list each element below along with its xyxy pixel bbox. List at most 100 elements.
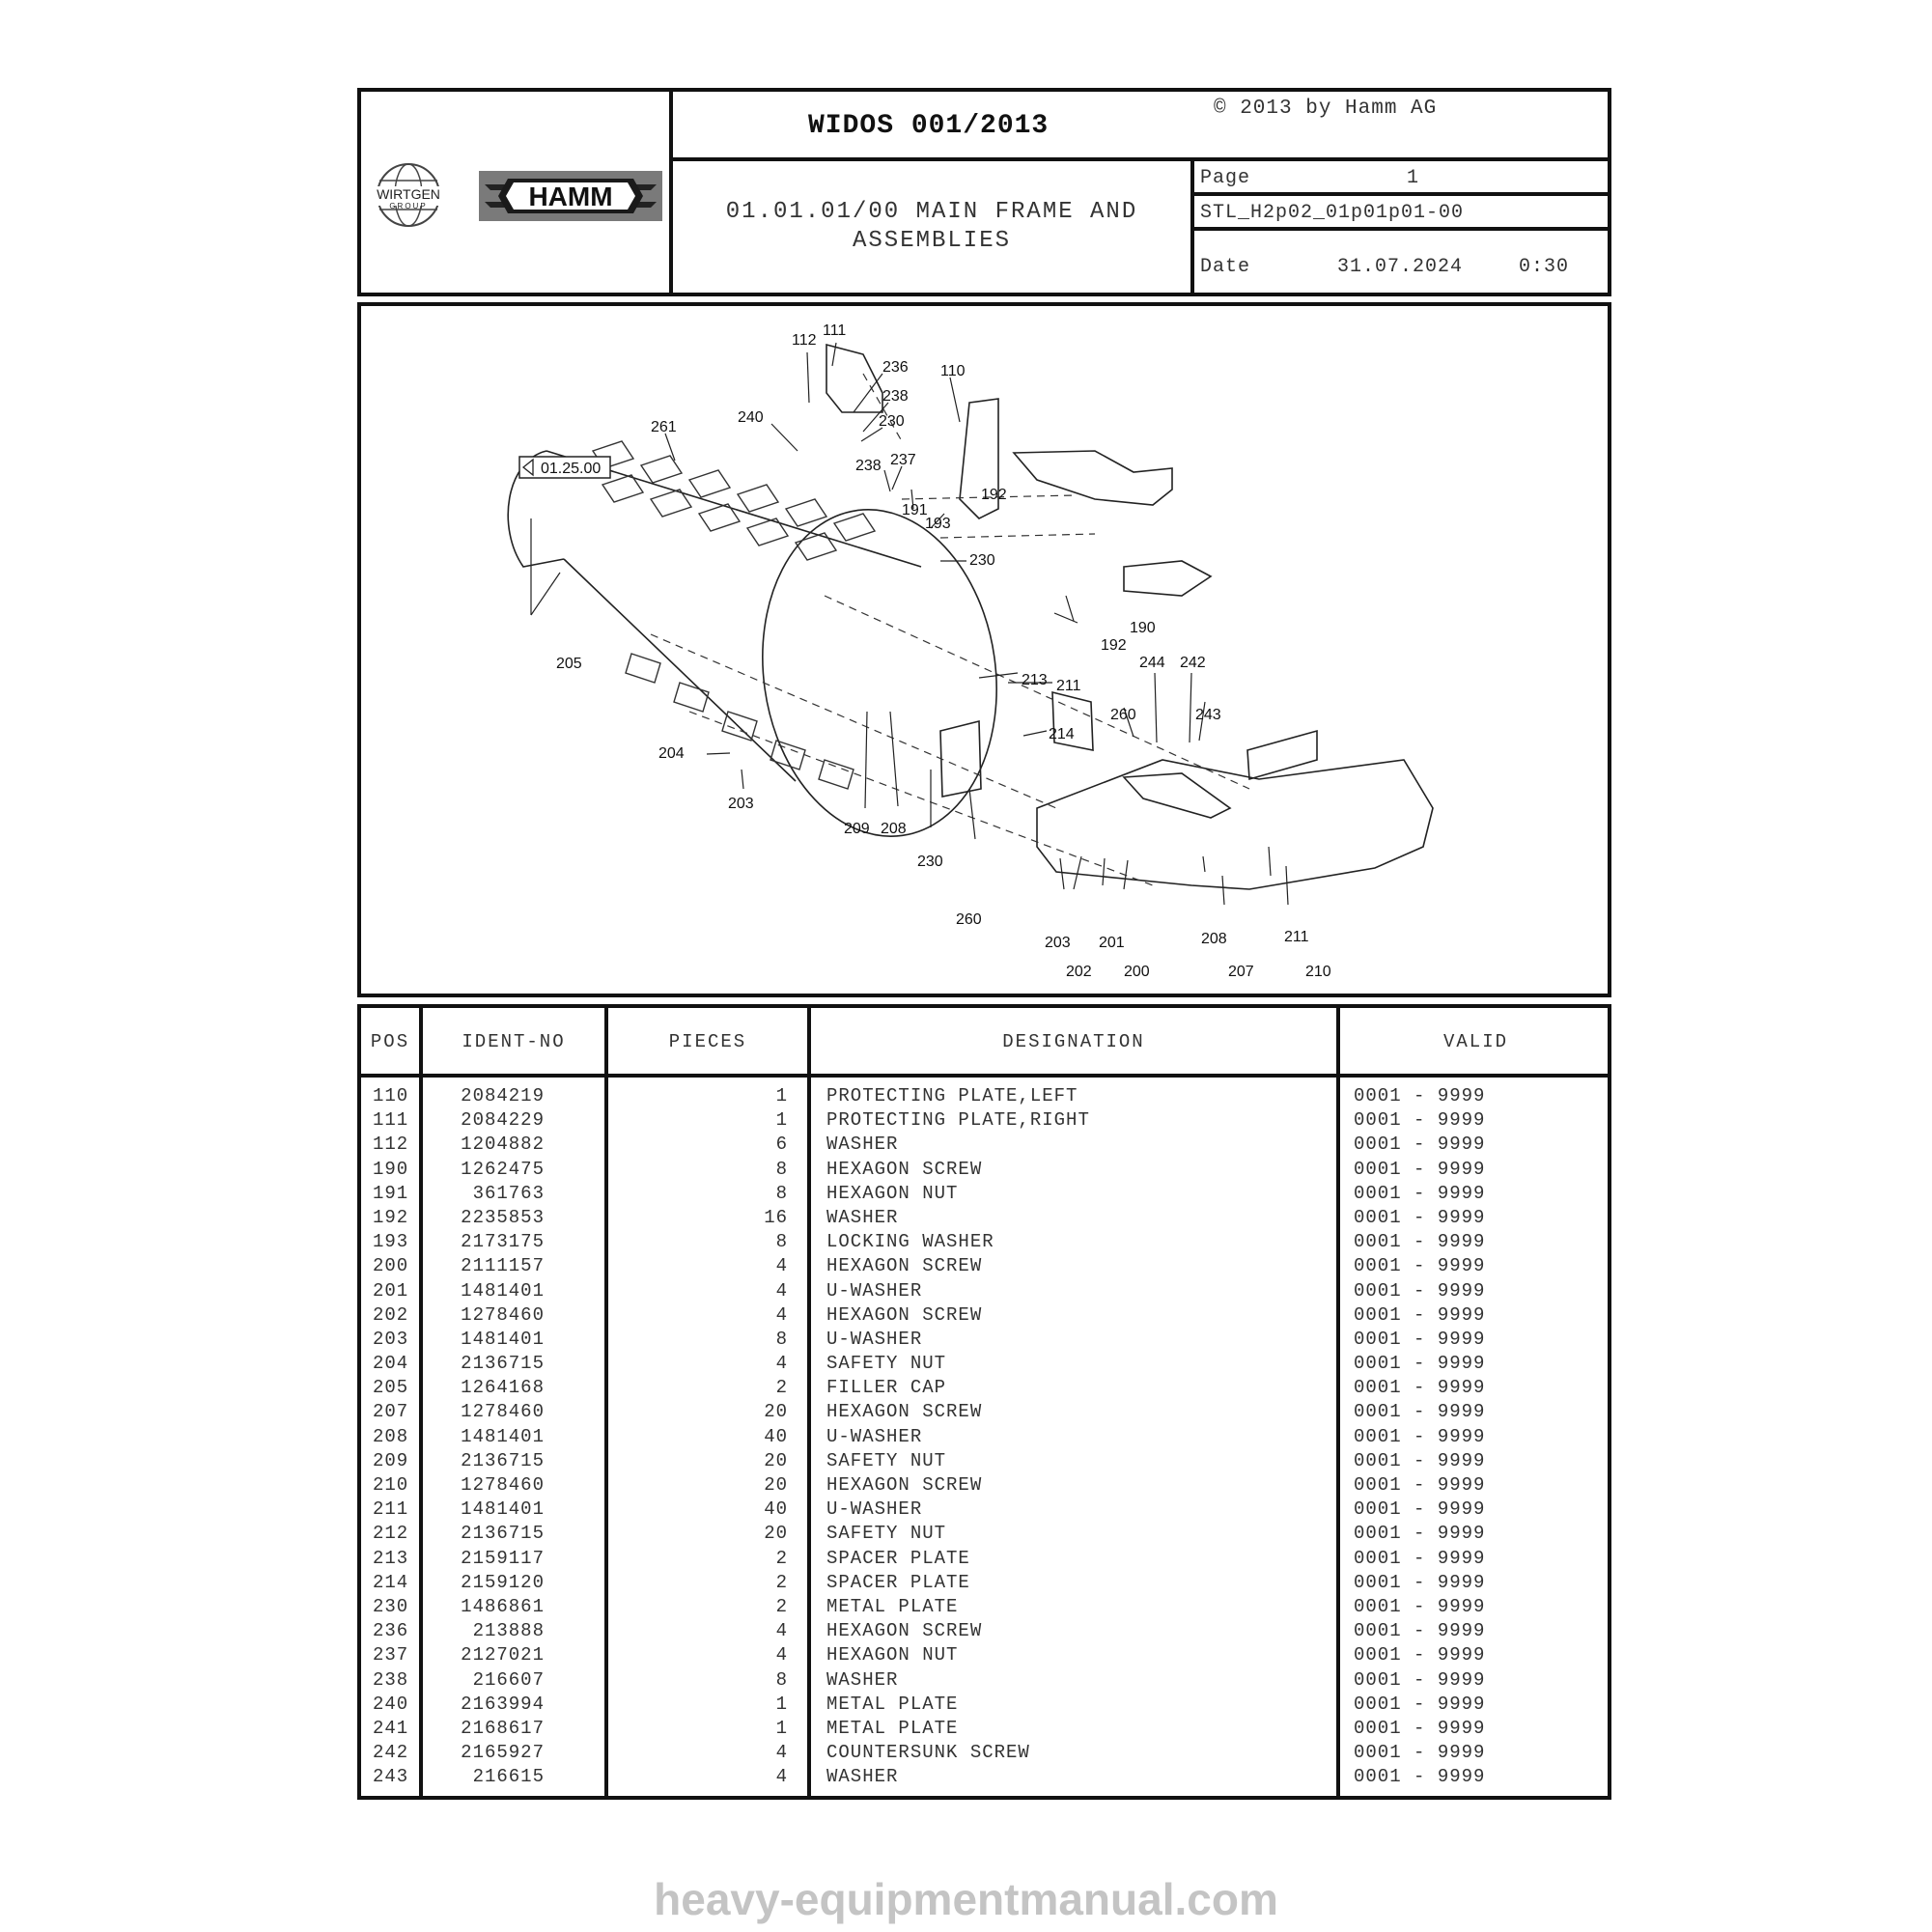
part-pieces: 40: [764, 1425, 788, 1447]
time-value: 0:30: [1519, 256, 1570, 278]
part-valid-range: 0001 - 9999: [1354, 1449, 1486, 1471]
callout-243: 244: [1139, 655, 1165, 671]
part-pieces: 8: [775, 1158, 788, 1180]
part-designation: WASHER: [826, 1668, 899, 1691]
part-valid-range: 0001 - 9999: [1354, 1620, 1486, 1642]
part-valid-range: 0001 - 9999: [1354, 1547, 1486, 1569]
part-pieces: 4: [775, 1255, 788, 1277]
part-position: 230: [373, 1595, 409, 1617]
part-position: 243: [373, 1766, 409, 1788]
assembly-line-3: [824, 595, 1250, 790]
part-position: 209: [373, 1449, 409, 1471]
part-pieces: 20: [764, 1449, 788, 1471]
callout-200: 200: [1124, 964, 1150, 980]
wirtgen-group-logo: WIRTGEN GROUP: [371, 163, 446, 227]
callout-208: 208: [881, 821, 907, 837]
part-designation: HEXAGON SCREW: [826, 1303, 983, 1326]
hamm-logo: HAMM: [479, 171, 662, 221]
part-valid-range: 0001 - 9999: [1354, 1474, 1486, 1496]
reference-tag: 01.25.00: [518, 456, 611, 479]
part-pieces: 4: [775, 1644, 788, 1666]
part-position: 207: [373, 1401, 409, 1423]
part-position: 191: [373, 1182, 409, 1204]
part-ident-no: 2168617: [461, 1717, 545, 1739]
svg-text:WIRTGEN: WIRTGEN: [377, 186, 440, 202]
part-position: 213: [373, 1547, 409, 1569]
part-ident-no: 216615: [472, 1766, 545, 1788]
part-valid-range: 0001 - 9999: [1354, 1085, 1486, 1106]
part-ident-no: 2084219: [461, 1085, 545, 1106]
doc-code-row: STL_H2p02_01p01p01-00: [1194, 196, 1611, 231]
part-valid-range: 0001 - 9999: [1354, 1401, 1486, 1423]
column-header-designation: DESIGNATION: [1002, 1031, 1145, 1052]
part-valid-range: 0001 - 9999: [1354, 1571, 1486, 1593]
column-header-valid: VALID: [1442, 1031, 1508, 1052]
callout-213: 214: [1049, 726, 1075, 742]
part-ident-no: 1486861: [461, 1595, 545, 1617]
part-position: 212: [373, 1523, 409, 1545]
logo-cell: WIRTGEN GROUP HAMM: [361, 92, 673, 293]
spacer-plate-213: [1051, 690, 1094, 751]
spacer-plate-214: [939, 719, 982, 798]
callout-230-top: 230: [879, 413, 905, 430]
part-ident-no: 213888: [472, 1620, 545, 1642]
callout-203-bottom: 203: [1045, 935, 1071, 951]
part-valid-range: 0001 - 9999: [1354, 1717, 1486, 1739]
part-pieces: 2: [775, 1571, 788, 1593]
part-position: 200: [373, 1255, 409, 1277]
part-designation: SPACER PLATE: [826, 1547, 970, 1569]
part-ident-no: 2127021: [461, 1644, 545, 1666]
callout-211-top: 211: [1056, 678, 1081, 694]
part-position: 111: [373, 1109, 409, 1132]
part-position: 205: [373, 1377, 409, 1399]
callout-242: 243: [1195, 707, 1221, 723]
part-position: 193: [373, 1231, 409, 1253]
callout-190: 190: [1130, 620, 1156, 636]
protecting-plate-111: [826, 343, 883, 413]
part-ident-no: 216607: [472, 1668, 545, 1691]
callout-230: 230: [969, 552, 995, 569]
part-pieces: 4: [775, 1303, 788, 1326]
part-position: 237: [373, 1644, 409, 1666]
date-label: Date: [1200, 256, 1251, 278]
part-pieces: 4: [775, 1279, 788, 1302]
part-pieces: 2: [775, 1595, 788, 1617]
side-frame-window: [1122, 772, 1232, 819]
parts-table: POS IDENT-NO PIECES DESIGNATION VALID 11…: [357, 1004, 1611, 1800]
part-position: 214: [373, 1571, 409, 1593]
doc-code: STL_H2p02_01p01p01-00: [1200, 202, 1465, 224]
cross-member: [1012, 450, 1173, 506]
part-pieces: 1: [775, 1085, 788, 1106]
part-position: 110: [373, 1085, 409, 1106]
part-ident-no: 2111157: [461, 1255, 545, 1277]
part-ident-no: 2159120: [461, 1571, 545, 1593]
page-row: Page 1: [1194, 161, 1611, 196]
column-divider: [604, 1008, 608, 1796]
callout-209: 209: [844, 821, 870, 837]
svg-text:HAMM: HAMM: [528, 182, 612, 211]
part-designation: WASHER: [826, 1206, 899, 1228]
part-pieces: 4: [775, 1766, 788, 1788]
reference-tag-label: 01.25.00: [541, 461, 601, 477]
assembly-line-1: [650, 633, 1057, 809]
part-designation: HEXAGON NUT: [826, 1182, 959, 1204]
drum-bottom-edge: [563, 558, 797, 782]
part-designation: SPACER PLATE: [826, 1571, 970, 1593]
part-ident-no: 1264168: [461, 1377, 545, 1399]
date-row: Date 31.07.2024 0:30: [1194, 231, 1611, 296]
section-title-line-1: 01.01.01/00 MAIN FRAME AND: [725, 199, 1138, 225]
exploded-view-svg: 01.25.00 111 112 23: [507, 322, 1434, 980]
part-position: 211: [373, 1498, 409, 1521]
part-valid-range: 0001 - 9999: [1354, 1766, 1486, 1788]
padfoot-pattern: [591, 440, 877, 790]
